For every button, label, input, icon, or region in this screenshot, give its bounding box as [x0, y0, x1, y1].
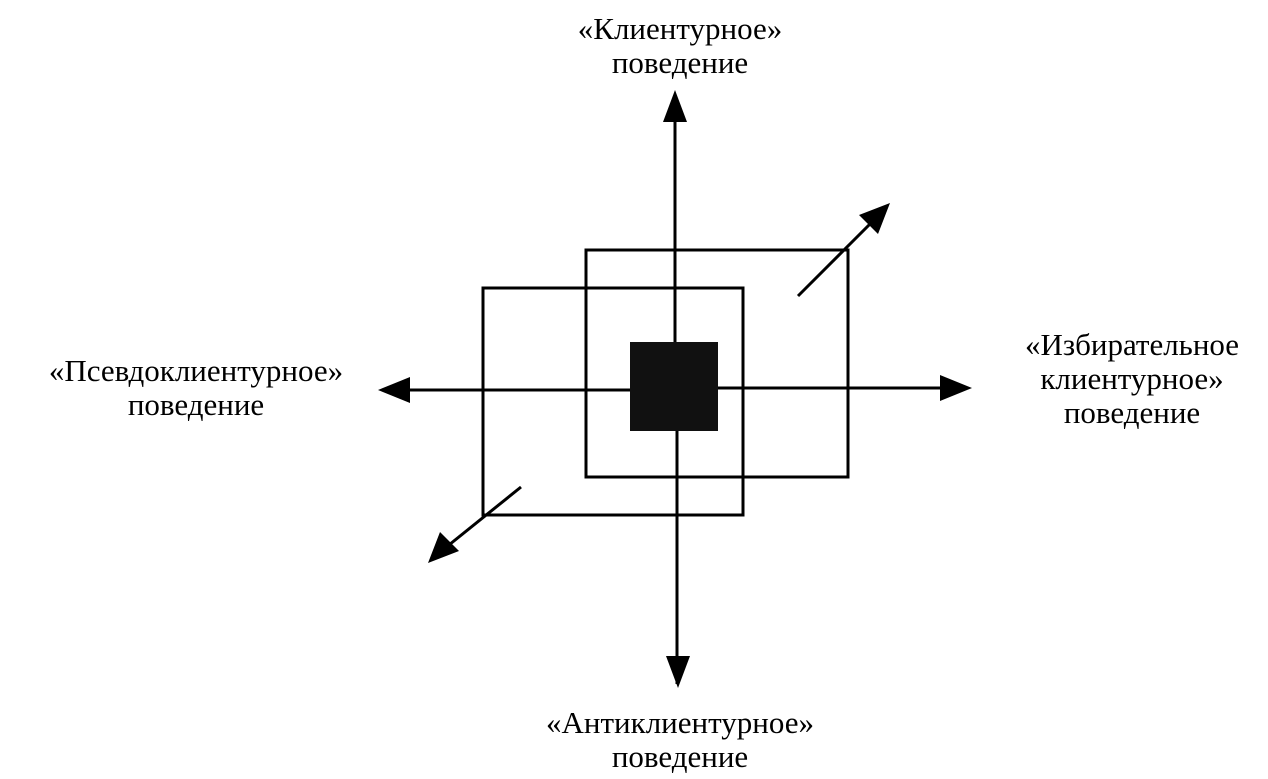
label-bottom-line1: «Антиклиентурное» [546, 705, 814, 740]
arrow-right-head [940, 375, 972, 401]
arrow-down-head [666, 656, 690, 688]
label-left-line1: «Псевдоклиентурное» [48, 353, 344, 388]
arrow-upper-right-head [859, 203, 890, 234]
outer-square-left [481, 286, 745, 517]
label-bottom-line2: поведение [611, 739, 749, 774]
label-top-line1: «Клиентурное» [577, 11, 783, 46]
label-right-line3: поведение [1063, 395, 1201, 430]
center-core-square [630, 342, 718, 431]
label-right-line1: «Избирательное [1024, 327, 1240, 362]
label-right-line2: клиентурное» [1040, 361, 1224, 396]
label-client-behavior: «Клиентурное» поведение [480, 12, 880, 80]
arrow-up-head [663, 90, 687, 122]
label-left-line2: поведение [127, 387, 265, 422]
label-top-line2: поведение [611, 45, 749, 80]
arrow-left-head [378, 377, 410, 403]
label-anti-client-behavior: «Антиклиентурное» поведение [470, 706, 890, 774]
label-selective-client-behavior: «Избирательное клиентурное» поведение [992, 328, 1268, 430]
arrow-lower-left-head [428, 532, 459, 563]
outer-square-right [584, 248, 850, 479]
label-pseudo-client-behavior: «Псевдоклиентурное» поведение [0, 354, 392, 422]
